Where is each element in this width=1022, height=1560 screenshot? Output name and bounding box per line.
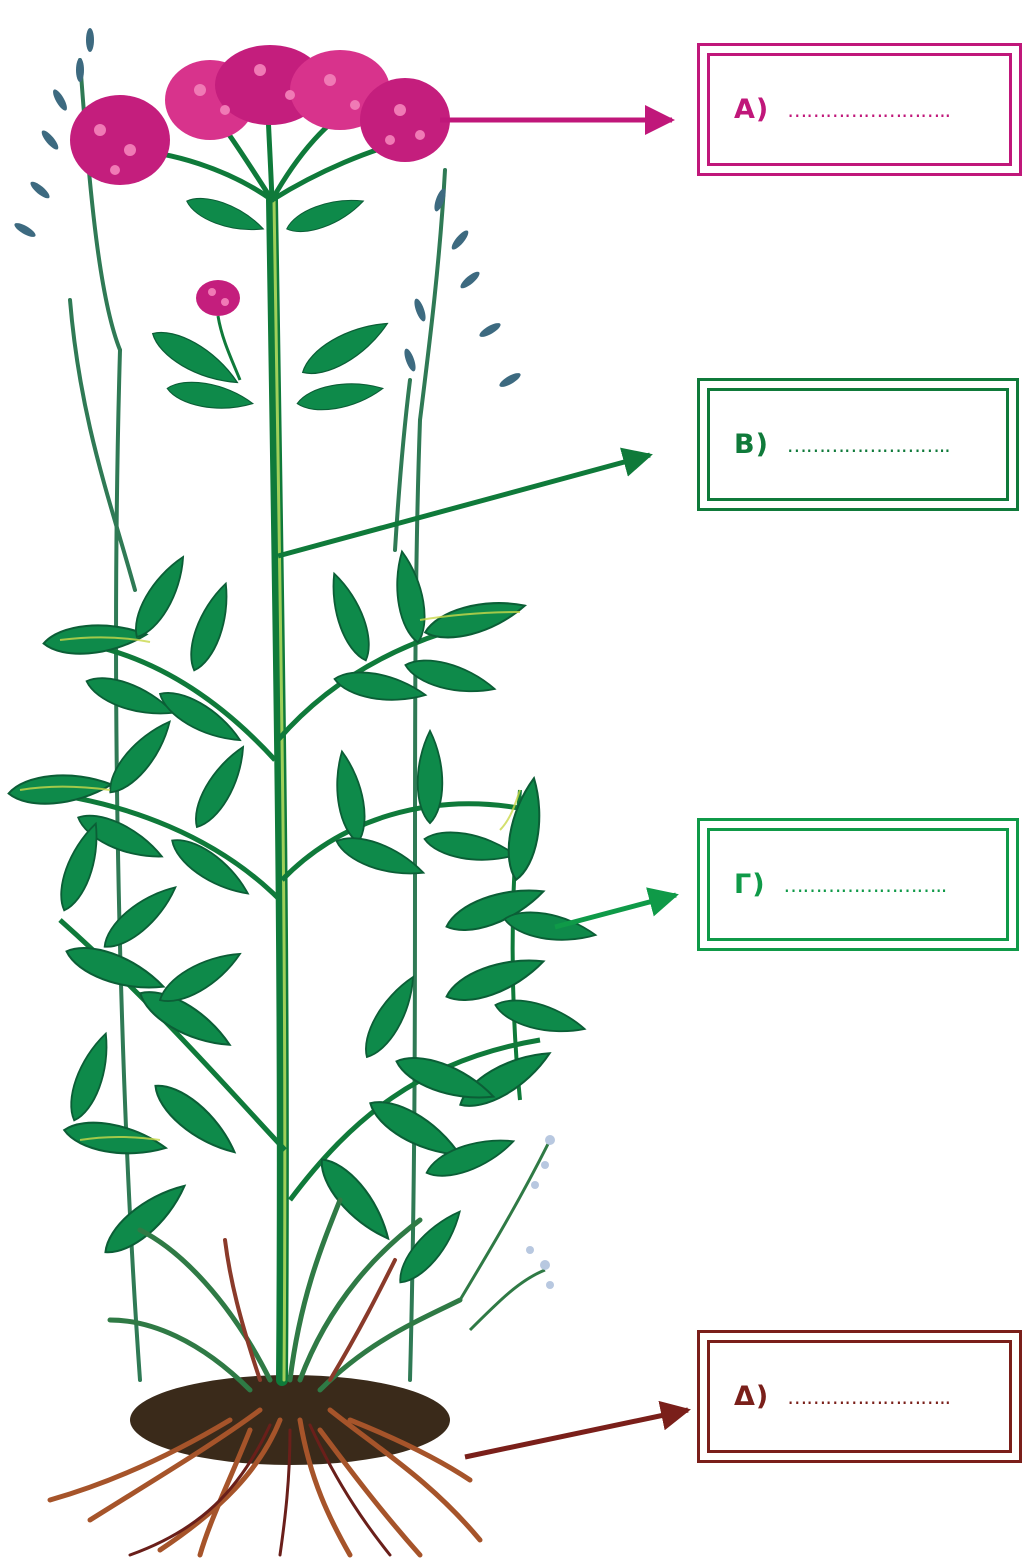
label-b-blank[interactable]: ……………………..: [787, 433, 950, 457]
grass-blades: [70, 60, 445, 1380]
label-g-letter: Γ): [734, 869, 766, 900]
arrow-to-b: [278, 455, 650, 556]
flower-umbel: [70, 45, 450, 380]
label-box-b: B) ……………………..: [697, 378, 1019, 511]
label-d-blank[interactable]: ……………………..: [787, 1385, 950, 1409]
label-g-blank[interactable]: ……………………..: [784, 873, 947, 897]
compound-leaves: [7, 549, 597, 1290]
label-box-a: A) ……………………..: [697, 43, 1022, 176]
label-d-letter: Δ): [734, 1381, 769, 1412]
arrow-to-g: [555, 895, 676, 927]
label-a-letter: A): [734, 94, 769, 125]
main-stem: [272, 200, 285, 1380]
label-box-g: Γ) ……………………..: [697, 818, 1019, 951]
arrow-to-d: [465, 1410, 688, 1457]
label-box-d: Δ) ……………………..: [697, 1330, 1022, 1463]
label-b-letter: B): [734, 429, 769, 460]
label-a-blank[interactable]: ……………………..: [787, 98, 950, 122]
roots: [50, 1375, 480, 1555]
